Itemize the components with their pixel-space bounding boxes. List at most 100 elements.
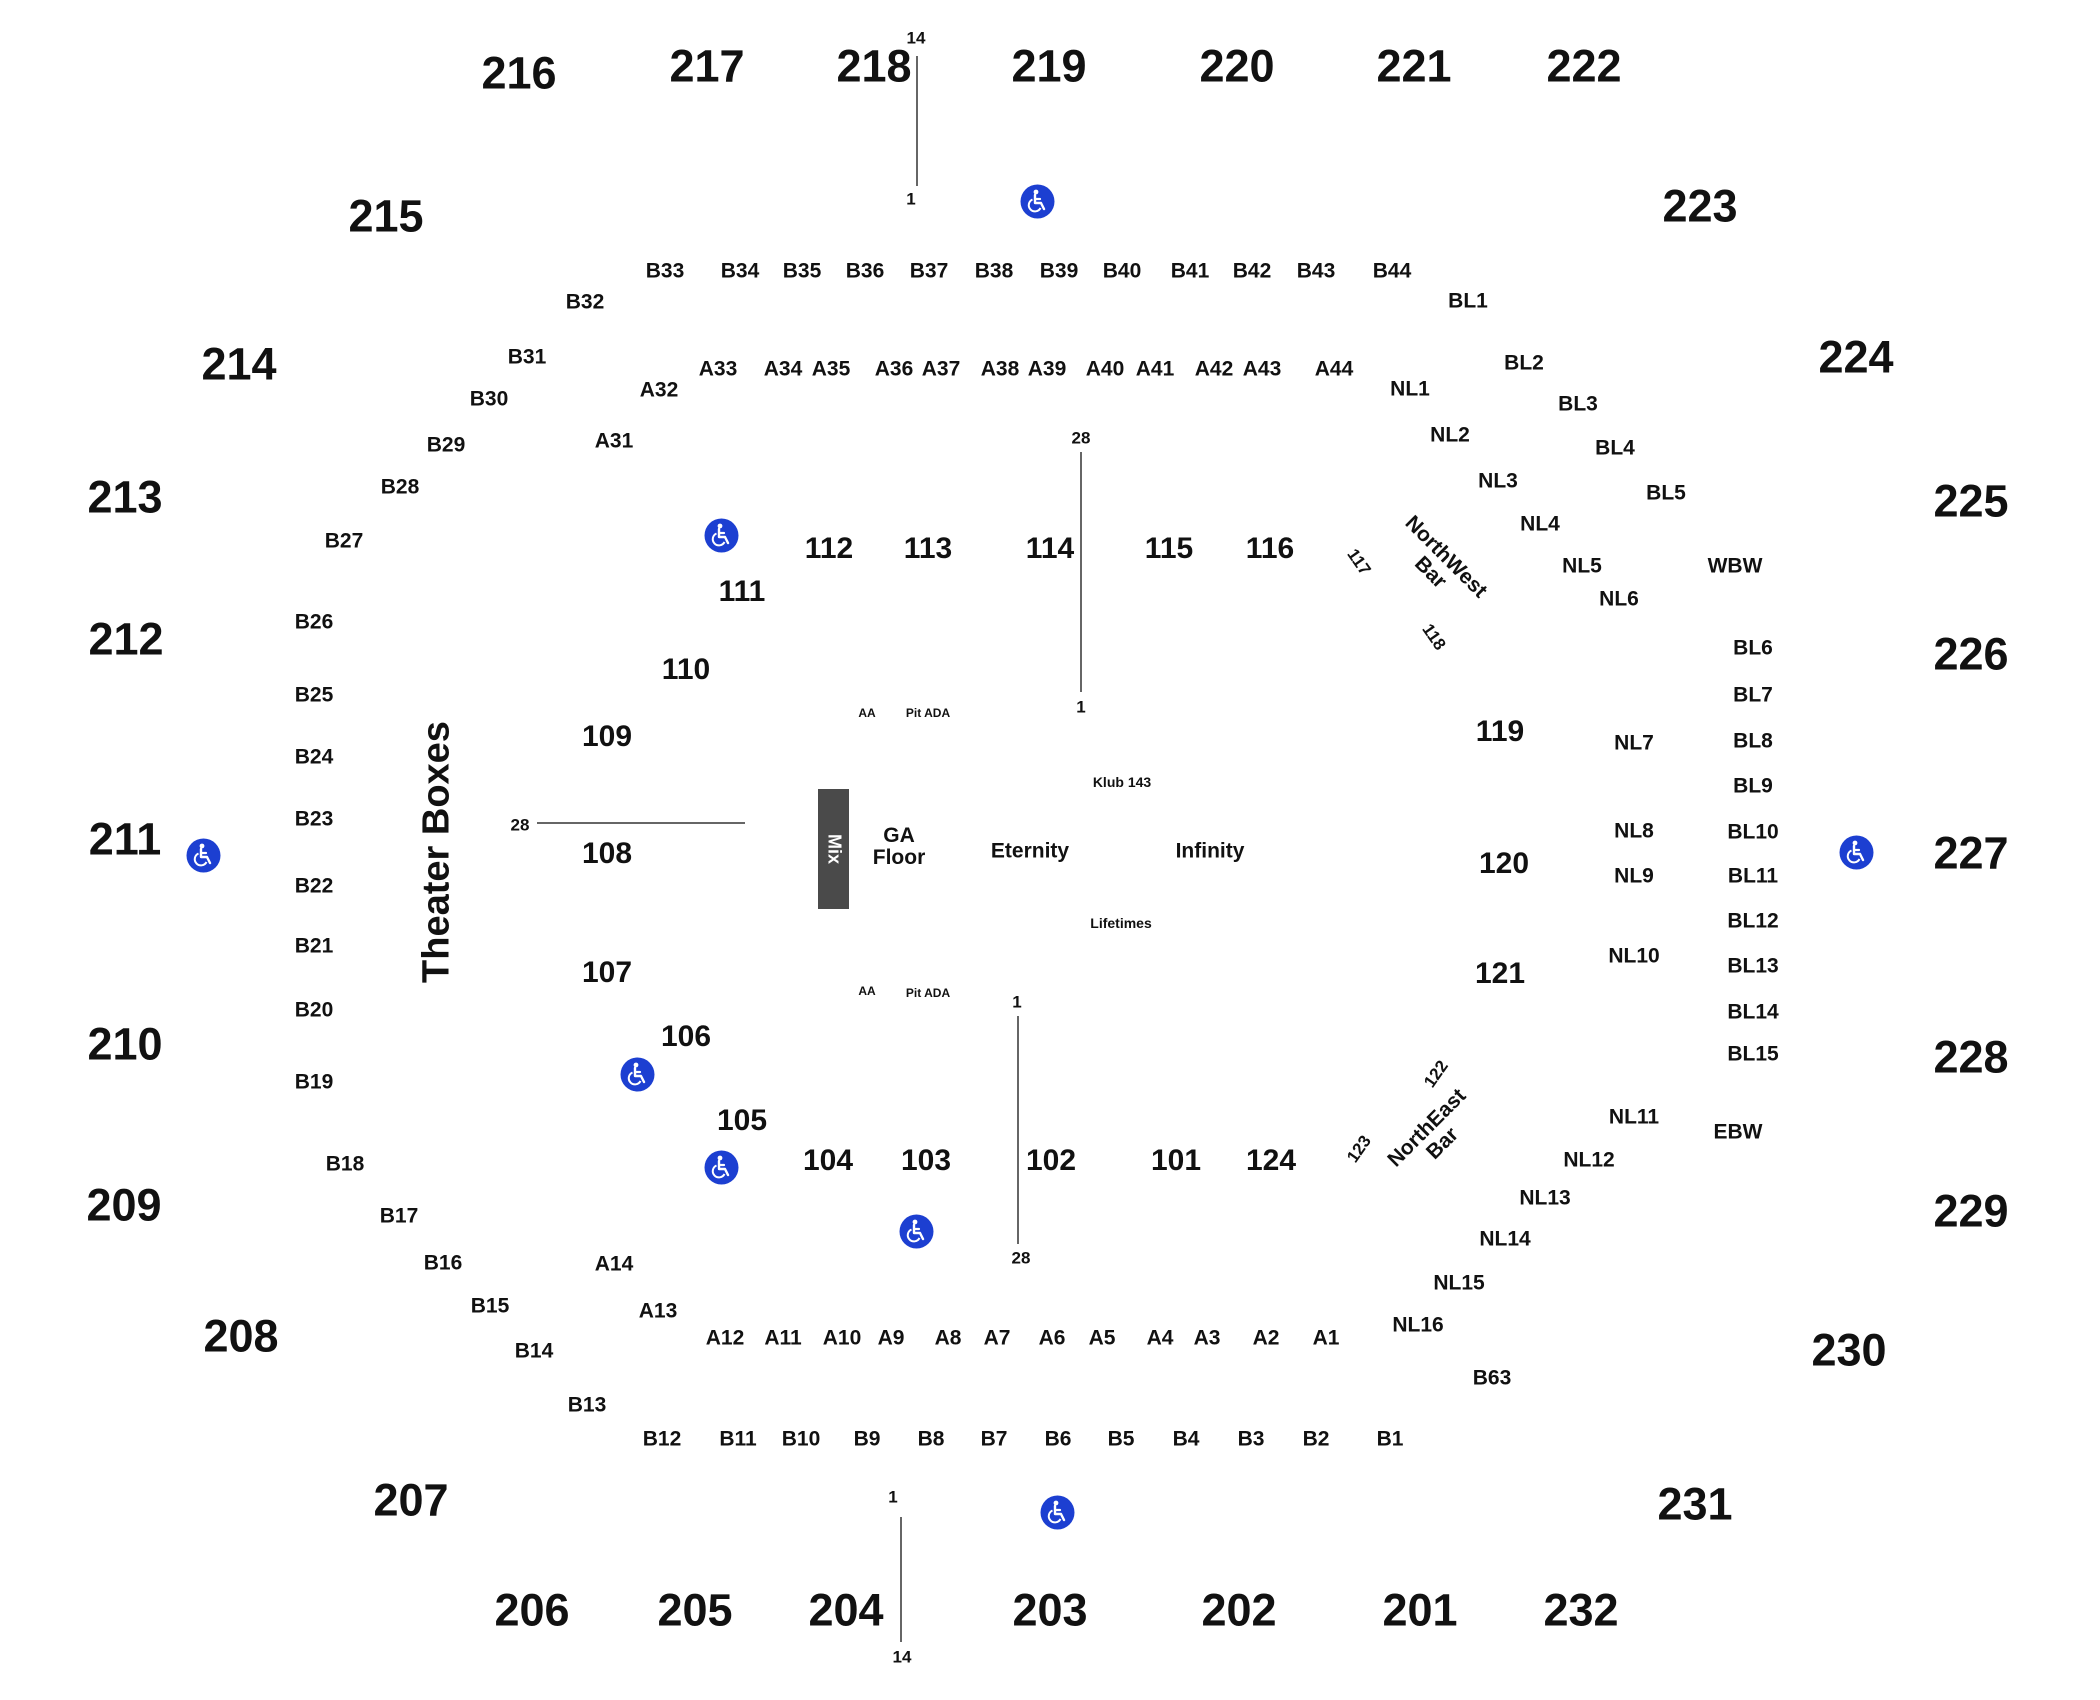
section-105[interactable]: 105 [716,1104,768,1137]
row-b16[interactable]: B16 [423,1251,463,1275]
section-208[interactable]: 208 [203,1310,279,1362]
northwest-bar-label[interactable]: NorthWest Bar [1400,511,1492,603]
section-204[interactable]: 204 [808,1584,884,1636]
row-b17[interactable]: B17 [379,1204,419,1228]
row-b25[interactable]: B25 [294,683,334,707]
infinity-label[interactable]: Infinity [1175,839,1245,863]
row-b39[interactable]: B39 [1039,259,1079,283]
row-b38[interactable]: B38 [974,259,1014,283]
row-a41[interactable]: A41 [1135,357,1175,381]
row-bl8[interactable]: BL8 [1733,729,1773,753]
section-207[interactable]: 207 [373,1474,449,1526]
row-bl4[interactable]: BL4 [1595,436,1635,460]
section-ebw[interactable]: EBW [1713,1120,1763,1144]
klub-143-label[interactable]: Klub 143 [1092,774,1152,790]
row-nl14[interactable]: NL14 [1479,1227,1531,1251]
section-107[interactable]: 107 [581,956,633,989]
row-b35[interactable]: B35 [782,259,822,283]
row-b36[interactable]: B36 [845,259,885,283]
row-a31[interactable]: A31 [594,429,634,453]
row-a1[interactable]: A1 [1312,1326,1340,1350]
row-a3[interactable]: A3 [1193,1326,1221,1350]
row-b11[interactable]: B11 [719,1427,757,1451]
row-a32[interactable]: A32 [639,378,679,402]
row-a2[interactable]: A2 [1252,1326,1280,1350]
row-b63[interactable]: B63 [1472,1366,1512,1390]
section-212[interactable]: 212 [88,613,164,665]
row-b6[interactable]: B6 [1044,1427,1072,1451]
row-a9[interactable]: A9 [877,1326,905,1350]
row-b15[interactable]: B15 [470,1294,510,1318]
section-223[interactable]: 223 [1662,180,1738,232]
row-nl11[interactable]: NL11 [1608,1105,1660,1129]
section-109[interactable]: 109 [581,720,633,753]
section-wbw[interactable]: WBW [1707,554,1763,578]
row-bl15[interactable]: BL15 [1727,1042,1779,1066]
row-nl8[interactable]: NL8 [1614,819,1654,843]
row-a34[interactable]: A34 [763,357,803,381]
section-209[interactable]: 209 [86,1179,162,1231]
row-b29[interactable]: B29 [426,433,466,457]
section-218[interactable]: 218 [836,40,912,92]
row-bl3[interactable]: BL3 [1558,392,1598,416]
row-b13[interactable]: B13 [567,1393,607,1417]
row-a8[interactable]: A8 [934,1326,962,1350]
section-205[interactable]: 205 [657,1584,733,1636]
row-bl7[interactable]: BL7 [1733,683,1773,707]
row-b24[interactable]: B24 [294,745,334,769]
section-210[interactable]: 210 [87,1018,163,1070]
row-nl5[interactable]: NL5 [1562,554,1602,578]
lifetimes-label[interactable]: Lifetimes [1090,915,1152,931]
row-b12[interactable]: B12 [642,1427,682,1451]
section-214[interactable]: 214 [201,338,277,390]
section-115[interactable]: 115 [1144,532,1194,565]
row-nl12[interactable]: NL12 [1563,1148,1615,1172]
section-118[interactable]: 118 [1418,620,1450,654]
row-b1[interactable]: B1 [1376,1427,1404,1451]
eternity-label[interactable]: Eternity [990,839,1070,863]
row-a5[interactable]: A5 [1088,1326,1116,1350]
row-b30[interactable]: B30 [469,387,509,411]
section-112[interactable]: 112 [804,532,854,565]
section-213[interactable]: 213 [87,471,163,523]
row-b32[interactable]: B32 [565,290,605,314]
row-bl6[interactable]: BL6 [1733,636,1773,660]
row-a37[interactable]: A37 [921,357,961,381]
row-b43[interactable]: B43 [1296,259,1336,283]
row-nl7[interactable]: NL7 [1614,731,1654,755]
row-a42[interactable]: A42 [1194,357,1234,381]
section-203[interactable]: 203 [1012,1584,1088,1636]
row-bl10[interactable]: BL10 [1727,820,1779,844]
row-b22[interactable]: B22 [294,874,334,898]
row-bl2[interactable]: BL2 [1504,351,1544,375]
row-a4[interactable]: A4 [1146,1326,1174,1350]
row-b42[interactable]: B42 [1232,259,1272,283]
section-222[interactable]: 222 [1546,40,1622,92]
row-nl16[interactable]: NL16 [1392,1313,1444,1337]
row-a6[interactable]: A6 [1038,1326,1066,1350]
row-a38[interactable]: A38 [980,357,1020,381]
section-116[interactable]: 116 [1245,532,1295,565]
row-nl6[interactable]: NL6 [1599,587,1639,611]
section-119[interactable]: 119 [1475,715,1525,748]
row-b27[interactable]: B27 [324,529,364,553]
section-225[interactable]: 225 [1933,475,2009,527]
section-216[interactable]: 216 [481,47,557,99]
row-b21[interactable]: B21 [294,934,334,958]
row-nl4[interactable]: NL4 [1520,512,1560,536]
section-217[interactable]: 217 [669,40,745,92]
row-b44[interactable]: B44 [1372,259,1412,283]
row-bl5[interactable]: BL5 [1646,481,1686,505]
row-a13[interactable]: A13 [638,1299,678,1323]
row-b26[interactable]: B26 [294,610,334,634]
section-108[interactable]: 108 [581,837,633,870]
row-bl13[interactable]: BL13 [1727,954,1779,978]
row-a7[interactable]: A7 [983,1326,1011,1350]
row-a43[interactable]: A43 [1242,357,1282,381]
section-220[interactable]: 220 [1199,40,1275,92]
row-nl15[interactable]: NL15 [1433,1271,1485,1295]
row-a12[interactable]: A12 [705,1326,745,1350]
section-121[interactable]: 121 [1474,957,1526,990]
row-b28[interactable]: B28 [380,475,420,499]
section-221[interactable]: 221 [1376,40,1452,92]
